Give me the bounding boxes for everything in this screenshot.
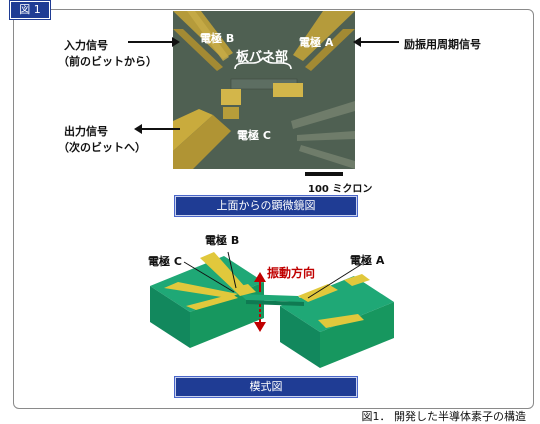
scale-label: 100 ミクロン (308, 184, 373, 195)
micrograph-caption-box: 上面からの顕微鏡図 (174, 195, 358, 217)
figure-tag: 図 1 (9, 0, 51, 20)
model-caption-box: 模式図 (174, 376, 358, 398)
model-electrode-a: 電極 A (350, 254, 385, 267)
excitation-label: 励振用周期信号 (404, 38, 481, 51)
output-signal-sub: （次のビットへ） (58, 141, 146, 154)
input-arrow (128, 37, 180, 47)
output-signal-label: 出力信号 (64, 125, 108, 138)
output-arrow (134, 124, 180, 134)
model-electrode-c: 電極 C (148, 255, 182, 268)
vibration-label: 振動方向 (267, 266, 316, 280)
figure-caption: 図1． 開発した半導体素子の構造 (361, 410, 527, 423)
micrograph (173, 11, 355, 169)
model-electrode-b: 電極 B (205, 234, 240, 247)
schematic-model (150, 251, 394, 368)
photo-electrode-a: 電極 A (299, 36, 334, 49)
input-signal-label: 入力信号 (64, 39, 108, 52)
photo-beam-label: 板バネ部 (236, 50, 289, 65)
excitation-arrow (353, 37, 399, 47)
photo-electrode-b: 電極 B (200, 32, 235, 45)
scale-bar (305, 172, 343, 176)
input-signal-sub: （前のビットから） (58, 55, 157, 68)
photo-electrode-c: 電極 C (237, 129, 271, 142)
